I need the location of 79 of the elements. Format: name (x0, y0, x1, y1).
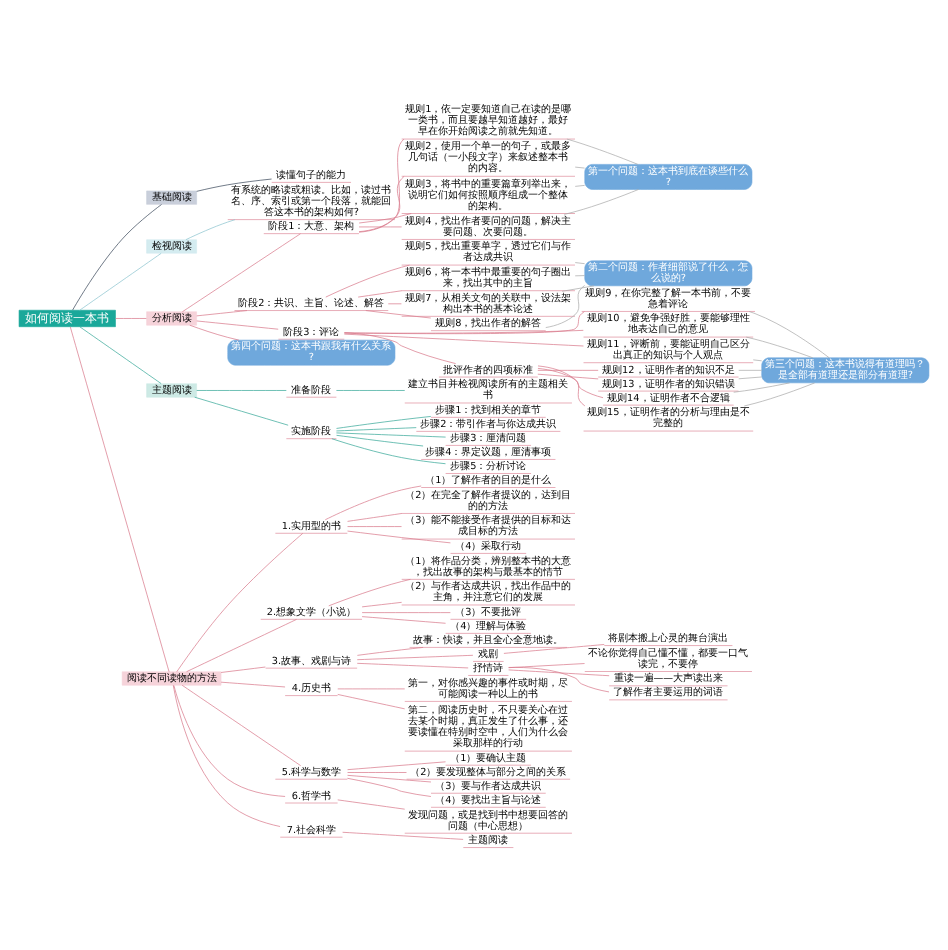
connector (336, 416, 432, 429)
connector (336, 390, 406, 391)
connector (357, 647, 424, 656)
connector (561, 285, 595, 292)
connector (574, 185, 585, 187)
connector (337, 694, 406, 710)
connector (344, 329, 584, 334)
connector (733, 382, 790, 393)
connector (182, 233, 301, 313)
connector (574, 275, 585, 277)
connector (344, 332, 457, 364)
connector (172, 684, 281, 827)
connector (336, 427, 417, 432)
connector (537, 365, 586, 407)
connector (358, 138, 405, 233)
connector (361, 612, 451, 613)
connector (196, 320, 279, 330)
connector (738, 369, 763, 371)
connector (324, 485, 422, 521)
connector (72, 204, 162, 311)
connector (563, 189, 639, 215)
connector (537, 369, 599, 371)
connector (194, 396, 289, 426)
connector (347, 774, 432, 783)
connector (343, 333, 584, 347)
connector (79, 326, 162, 384)
connector (220, 666, 266, 673)
connector (69, 326, 170, 673)
connector (336, 432, 446, 438)
connector (745, 336, 814, 359)
connector (196, 390, 287, 391)
connector (365, 310, 432, 319)
connector (173, 685, 286, 797)
connector (357, 290, 403, 298)
connector (545, 285, 585, 328)
connector (361, 601, 402, 608)
connector (503, 644, 605, 654)
connector (347, 772, 407, 773)
connector (337, 688, 406, 690)
connector (176, 532, 304, 673)
connector (347, 513, 403, 522)
connector (336, 434, 424, 447)
connector (358, 226, 402, 228)
connector (331, 438, 446, 465)
connector (337, 799, 406, 810)
connector (358, 175, 405, 233)
connector (508, 669, 610, 677)
connector (79, 252, 162, 311)
connector (220, 681, 286, 688)
connector (537, 373, 599, 380)
connector (115, 318, 147, 319)
connector (328, 579, 411, 607)
connector (356, 662, 469, 669)
connector (186, 619, 297, 673)
connector (574, 166, 585, 169)
connector (748, 311, 830, 359)
connector (347, 530, 451, 544)
connector (738, 376, 763, 380)
connector (752, 359, 763, 362)
connector (347, 777, 432, 797)
connector (347, 526, 402, 527)
connector (361, 616, 446, 624)
connector (342, 831, 464, 840)
connector (508, 667, 610, 693)
connector (344, 311, 585, 335)
connector (356, 654, 474, 661)
connector (181, 684, 302, 767)
connector (574, 262, 585, 265)
connector (387, 303, 402, 305)
connector (196, 310, 248, 317)
connector (537, 368, 604, 399)
connector (196, 178, 272, 192)
connector (325, 264, 410, 298)
connector (358, 213, 412, 224)
connector (743, 382, 815, 407)
connector (347, 761, 446, 771)
connector (189, 324, 240, 341)
connector (185, 219, 236, 241)
connector (566, 138, 639, 165)
